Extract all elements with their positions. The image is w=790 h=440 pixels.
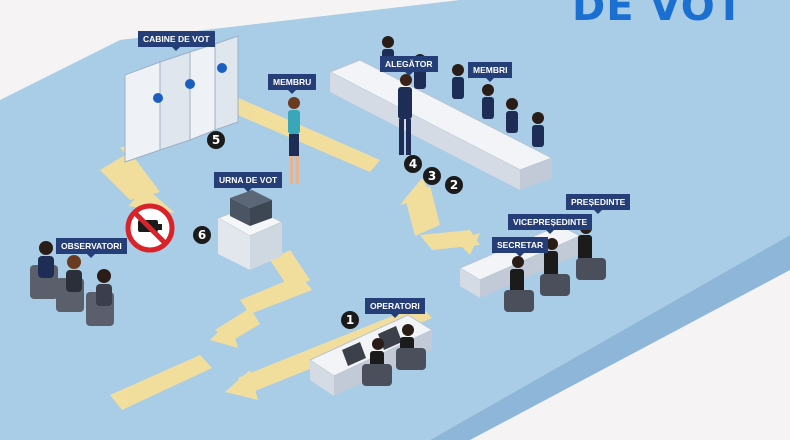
label-secretar: SECRETAR — [492, 237, 549, 257]
label-alegator: ALEGĂTOR — [380, 56, 438, 76]
page-title: DE VOT — [572, 0, 744, 30]
label-membri: MEMBRI — [468, 62, 513, 82]
step-4: 4 — [404, 155, 422, 173]
label-operatori: OPERATORI — [365, 298, 425, 318]
label-membru: MEMBRU — [268, 74, 317, 94]
label-observatori: OBSERVATORI — [56, 238, 127, 258]
members-table — [328, 36, 554, 190]
label-cabine: CABINE DE VOT — [138, 31, 215, 51]
member-figure — [288, 97, 300, 184]
label-presedinte: PREȘEDINTE — [566, 194, 631, 214]
label-vicepresedinte: VICEPREȘEDINTE — [508, 214, 593, 234]
step-1: 1 — [341, 311, 359, 329]
observers — [30, 241, 114, 326]
step-6: 6 — [193, 226, 211, 244]
label-urna: URNA DE VOT — [214, 172, 283, 192]
step-2: 2 — [445, 176, 463, 194]
step-5: 5 — [207, 131, 225, 149]
operators-desk — [308, 314, 434, 396]
voting-booths — [124, 35, 239, 163]
ballot-box — [216, 190, 284, 270]
step-3: 3 — [423, 167, 441, 185]
no-camera-icon — [125, 203, 175, 253]
